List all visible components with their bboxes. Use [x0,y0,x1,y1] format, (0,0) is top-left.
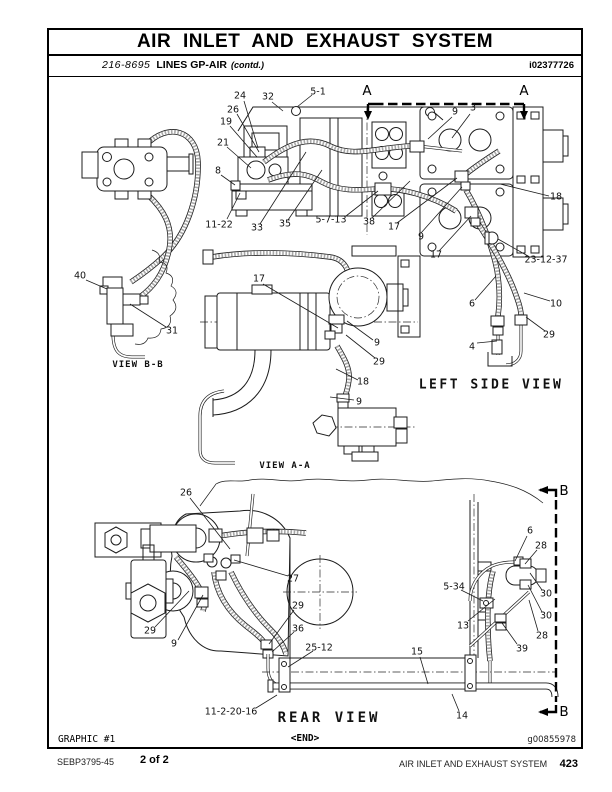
callout-label: 10 [549,298,563,310]
callout-label: 9 [417,231,425,243]
section-letter: B [559,704,569,720]
callout-label: 6 [468,298,476,310]
callout-label: 30 [539,610,553,622]
footer-section: AIR INLET AND EXHAUST SYSTEM [398,759,548,769]
callout-label: 26 [226,104,240,116]
callout-label: 40 [73,270,87,282]
callout-label: 32 [261,91,275,103]
subheader-row: 216-8695 LINES GP-AIR(contd.) i02377726 [49,56,581,77]
media-number: i02377726 [529,60,574,71]
callout-label: 5-34 [443,581,465,593]
rear-view-drawing [94,478,556,697]
section-line-bb [538,486,558,716]
page-of: 2 of 2 [140,754,169,766]
view-label-rear: REAR VIEW [277,710,381,726]
callout-label: 6 [526,525,534,537]
callout-label: 28 [535,630,549,642]
callout-label: 24 [233,90,247,102]
callout-label: 11-2-20-16 [204,706,258,718]
view-label-aa: VIEW A-A [259,461,311,471]
callout-label: 17 [252,273,266,285]
graphic-label: GRAPHIC #1 [58,734,116,745]
callout-label: 3 [469,102,477,114]
continued-marker: (contd.) [230,60,264,70]
page-number: 423 [559,758,578,770]
part-heading: 216-8695 LINES GP-AIR(contd.) [102,59,264,71]
callout-label: 9 [451,106,459,118]
part-number: 216-8695 [102,59,151,71]
callout-label: 15 [410,646,424,658]
callout-label: 36 [291,623,305,635]
graphic-number: g00855978 [527,735,576,745]
callout-label: 9 [355,396,363,408]
callout-label: 30 [539,588,553,600]
callout-label: 38 [362,216,376,228]
section-letter: B [559,483,569,499]
section-line-aa [364,102,528,120]
callout-label: 23-12-37 [524,254,568,266]
footer-right: AIR INLET AND EXHAUST SYSTEM 423 [399,754,578,772]
callout-label: 18 [356,376,370,388]
callout-label: 13 [456,620,470,632]
callout-label: 5-1 [310,86,326,98]
section-letter: A [362,83,372,99]
callout-label: 31 [165,325,179,337]
callout-label: 17 [387,221,401,233]
part-name: LINES GP-AIR [156,59,227,71]
callout-label: 29 [291,600,305,612]
end-marker: <END> [290,733,320,744]
callout-label: 33 [250,222,264,234]
callout-label: 29 [143,625,157,637]
callout-label: 29 [372,356,386,368]
callout-label: 21 [216,137,230,149]
callout-label: 5-7-13 [315,214,347,226]
callout-label: 9 [373,337,381,349]
callout-label: 26 [179,487,193,499]
callout-label: 4 [468,341,476,353]
callout-label: 27 [286,573,300,585]
section-letter: A [519,83,529,99]
callout-label: 35 [278,218,292,230]
callout-label: 19 [219,116,233,128]
callout-label: 28 [534,540,548,552]
view-bb-drawing [81,132,198,359]
page-frame: AIR INLET AND EXHAUST SYSTEM 216-8695 LIN… [47,28,583,749]
publication-number: SEBP3795-45 [57,757,115,767]
callout-label: 25-12 [305,642,333,654]
page-title: AIR INLET AND EXHAUST SYSTEM [49,30,581,56]
view-label-bb: VIEW B-B [112,360,164,370]
callout-label: 39 [515,643,529,655]
callout-label: 11-22 [205,219,233,231]
leader-lines [85,94,551,712]
callout-label: 14 [455,710,469,722]
view-label-left-side: LEFT SIDE VIEW [418,377,564,393]
view-aa-drawing [198,245,421,465]
callout-label: 18 [549,191,563,203]
callout-label: 17 [429,249,443,261]
callout-label: 8 [214,165,222,177]
callout-label: 9 [170,638,178,650]
callout-label: 29 [542,329,556,341]
